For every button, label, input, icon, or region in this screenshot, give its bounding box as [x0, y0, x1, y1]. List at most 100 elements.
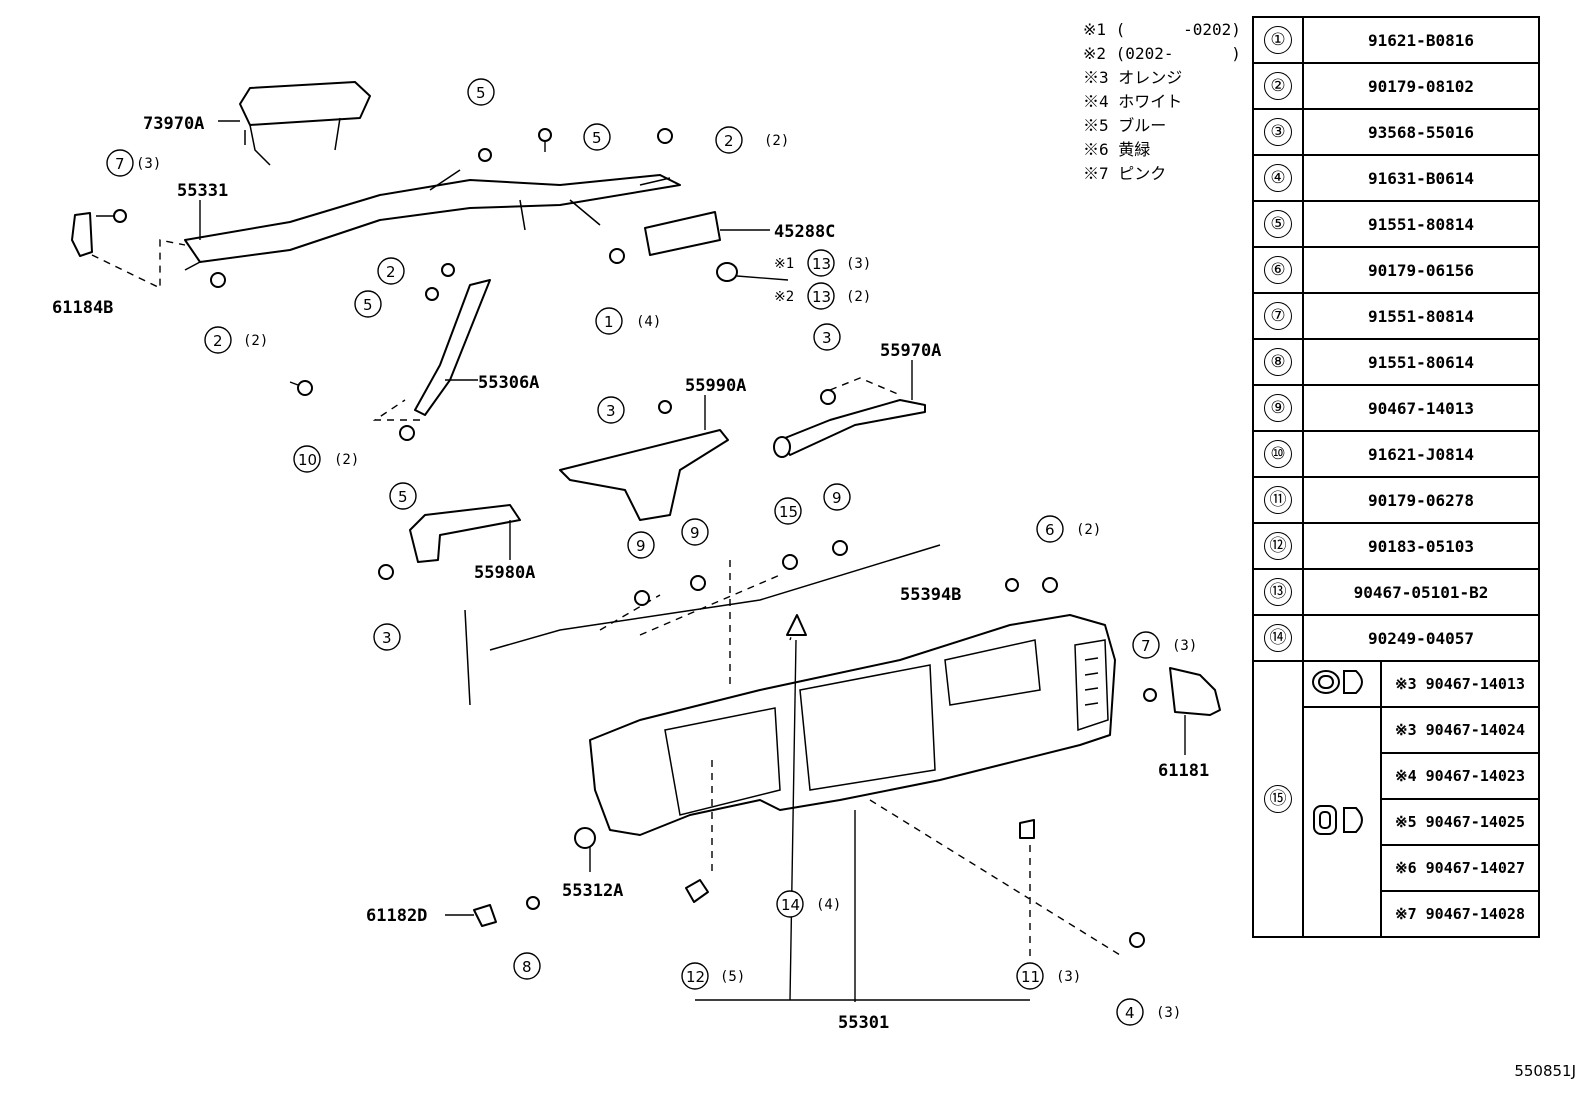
variant-part-number: ※5 90467-14025: [1380, 798, 1540, 846]
small-fastener-drawings: [445, 560, 1121, 958]
part-number: 90179-06278: [1302, 476, 1540, 524]
svg-text:13: 13: [812, 255, 831, 273]
part-number: 90467-05101-B2: [1302, 568, 1540, 616]
svg-text:8: 8: [522, 958, 532, 976]
item-number: ⑬: [1264, 578, 1292, 606]
part-55990A-drawing: [559, 395, 729, 521]
svg-text:7: 7: [1141, 637, 1151, 655]
part-number: 91631-B0614: [1302, 154, 1540, 202]
table-row: ① 91621-B0816: [1252, 16, 1540, 64]
table-row: ※3 90467-14024: [1253, 706, 1540, 938]
item-number: ⑤: [1264, 210, 1292, 238]
note-line: ※7 ピンク: [1083, 164, 1167, 183]
item-number: ⑩: [1264, 440, 1292, 468]
part-61184B-drawing: [71, 212, 186, 290]
svg-text:7: 7: [115, 155, 125, 173]
qty-7-lower: (3): [1172, 638, 1197, 654]
note-line: ※1 ( -0202): [1083, 20, 1241, 39]
reference-code: 550851J: [1514, 1062, 1576, 1080]
item-number: ④: [1264, 164, 1292, 192]
notes-legend: ※1 ( -0202) ※2 (0202- ) ※3 オレンジ ※4 ホワイト …: [1083, 18, 1241, 186]
svg-text:15: 15: [779, 503, 798, 521]
qty-6: (2): [1076, 522, 1101, 538]
table-row: ④ 91631-B0614: [1252, 154, 1540, 202]
item-number: ⑥: [1264, 256, 1292, 284]
part-55970A-drawing: [773, 360, 926, 458]
callout-number-circles: 5 5 2 7 2 2 5 1 13 13 10 5 3 3 3 9 9 15 …: [106, 78, 1160, 1026]
label-55312A: 55312A: [562, 881, 623, 901]
svg-text:1: 1: [604, 313, 614, 331]
variant-part-number: ※3 90467-14024: [1380, 706, 1540, 754]
qty-14: (4): [816, 897, 841, 913]
svg-text:13: 13: [812, 288, 831, 306]
item-number: ②: [1264, 72, 1292, 100]
table-row: ⑧ 91551-80614: [1252, 338, 1540, 386]
note-mark-1: ※1: [774, 256, 794, 272]
label-55394B: 55394B: [900, 585, 961, 605]
part-number: 90183-05103: [1302, 522, 1540, 570]
part-number: 91551-80614: [1302, 338, 1540, 386]
part-number: 91551-80814: [1302, 292, 1540, 340]
table-row: ※6 90467-14027: [1253, 844, 1540, 892]
part-55331-drawing: [184, 169, 681, 271]
qty-13-second: (2): [846, 289, 871, 305]
qty-4: (3): [1156, 1005, 1181, 1021]
label-73970A: 73970A: [143, 114, 204, 134]
clip-round-icon: [1302, 660, 1382, 708]
part-61181-drawing: [1169, 667, 1221, 755]
label-55306A: 55306A: [478, 373, 539, 393]
part-55306A-drawing: [372, 279, 491, 421]
svg-text:9: 9: [832, 489, 842, 507]
svg-text:14: 14: [781, 896, 800, 914]
part-number: 91621-J0814: [1302, 430, 1540, 478]
item-number: ⑧: [1264, 348, 1292, 376]
label-55990A: 55990A: [685, 376, 746, 396]
svg-text:3: 3: [606, 402, 616, 420]
table-row: ③ 93568-55016: [1252, 108, 1540, 156]
fastener-screws: [96, 128, 1157, 1001]
svg-text:9: 9: [690, 524, 700, 542]
svg-text:10: 10: [298, 451, 317, 469]
part-number: 93568-55016: [1302, 108, 1540, 156]
part-number: 91621-B0816: [1302, 16, 1540, 64]
svg-text:3: 3: [382, 629, 392, 647]
part-55980A-drawing: [409, 504, 521, 563]
qty-10: (2): [334, 452, 359, 468]
table-row: ⑦ 91551-80814: [1252, 292, 1540, 340]
item-number: ⑦: [1264, 302, 1292, 330]
label-55980A: 55980A: [474, 563, 535, 583]
label-61182D: 61182D: [366, 906, 427, 926]
table-row: ※4 90467-14023: [1253, 752, 1540, 800]
note-line: ※3 オレンジ: [1083, 68, 1183, 87]
item-number: ⑪: [1264, 486, 1292, 514]
table-row: ⑮ ※3 90467-14013: [1252, 660, 1540, 938]
item-number: ①: [1264, 26, 1292, 54]
svg-text:5: 5: [476, 84, 486, 102]
qty-2-upper: (2): [764, 133, 789, 149]
table-row: ⑩ 91621-J0814: [1252, 430, 1540, 478]
svg-text:2: 2: [386, 263, 396, 281]
label-55301: 55301: [838, 1013, 889, 1033]
qty-13-first: (3): [846, 256, 871, 272]
item-number: ③: [1264, 118, 1292, 146]
exploded-parts-diagram: 5 5 2 7 2 2 5 1 13 13 10 5 3 3 3 9 9 15 …: [52, 78, 1221, 1033]
label-55970A: 55970A: [880, 341, 941, 361]
svg-text:2: 2: [724, 132, 734, 150]
part-number: 90179-06156: [1302, 246, 1540, 294]
svg-text:4: 4: [1125, 1004, 1135, 1022]
svg-text:12: 12: [686, 968, 705, 986]
part-number: 90467-14013: [1302, 384, 1540, 432]
note-line: ※5 ブルー: [1083, 116, 1167, 135]
table-row: ⑪ 90179-06278: [1252, 476, 1540, 524]
label-61184B: 61184B: [52, 298, 113, 318]
part-55301-drawing: [464, 544, 1116, 1002]
variant-part-number: ※7 90467-14028: [1380, 890, 1540, 938]
part-73970A-drawing: [218, 81, 371, 166]
label-55331: 55331: [177, 181, 228, 201]
